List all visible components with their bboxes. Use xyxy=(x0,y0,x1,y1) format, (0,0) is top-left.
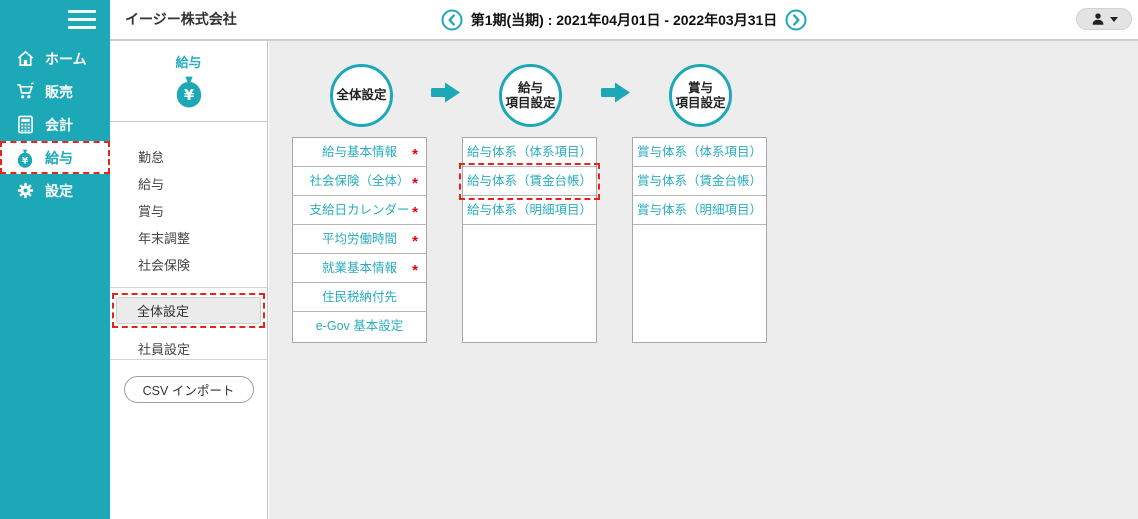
salary-basic-info-button[interactable]: 給与基本情報* xyxy=(293,138,426,167)
sidebar-item-label: 設定 xyxy=(45,182,73,199)
egov-basic-settings-button[interactable]: e-Gov 基本設定 xyxy=(293,312,426,341)
resident-tax-payment-button[interactable]: 住民税納付先 xyxy=(293,283,426,312)
average-working-hours-button[interactable]: 平均労働時間* xyxy=(293,225,426,254)
sidebar-item-sales[interactable]: 販売 xyxy=(0,75,110,108)
gear-icon xyxy=(14,181,36,201)
submenu-settings-group: 全体設定 社員設定 xyxy=(110,287,267,363)
svg-text:¥: ¥ xyxy=(22,156,28,166)
submenu-title: 給与 xyxy=(175,55,202,70)
cart-icon xyxy=(14,82,36,102)
user-icon xyxy=(1092,13,1103,25)
overall-settings-column: 給与基本情報* 社会保険（全体）* 支給日カレンダー* 平均労働時間* 就業基本… xyxy=(292,137,427,343)
social-insurance-overall-button[interactable]: 社会保険（全体）* xyxy=(293,167,426,196)
calculator-icon xyxy=(14,115,36,135)
next-period-button[interactable] xyxy=(785,9,807,31)
primary-sidebar: ホーム 販売 会計 ¥ 給与 xyxy=(0,0,110,519)
submenu-item-overall-settings[interactable]: 全体設定 xyxy=(116,297,261,324)
bonus-system-wage-ledger-button[interactable]: 賞与体系（賃金台帳） xyxy=(633,167,766,196)
sidebar-item-home[interactable]: ホーム xyxy=(0,42,110,75)
required-asterisk: * xyxy=(412,233,418,250)
previous-period-button[interactable] xyxy=(441,9,463,31)
csv-import-button[interactable]: CSV インポート xyxy=(123,376,254,403)
overall-settings-highlight: 全体設定 xyxy=(112,293,265,328)
step-salary-item-settings: 給与 項目設定 xyxy=(499,64,562,127)
submenu-item-salary[interactable]: 給与 xyxy=(138,177,165,192)
submenu-item-employee-settings[interactable]: 社員設定 xyxy=(138,342,191,357)
submenu-item-attendance[interactable]: 勤怠 xyxy=(138,150,165,165)
period-navigator: 第1期(当期) : 2021年04月01日 - 2022年03月31日 xyxy=(110,0,1138,39)
csv-import-row: CSV インポート xyxy=(110,359,267,403)
sidebar-item-label: 会計 xyxy=(45,116,73,133)
required-asterisk: * xyxy=(412,146,418,163)
hamburger-menu-icon[interactable] xyxy=(68,10,96,29)
sidebar-item-accounting[interactable]: 会計 xyxy=(0,108,110,141)
primary-nav: ホーム 販売 会計 ¥ 給与 xyxy=(0,42,110,207)
company-name: イージー株式会社 xyxy=(125,11,237,27)
svg-text:¥: ¥ xyxy=(183,86,194,104)
salary-system-detail-items-button[interactable]: 給与体系（明細項目） xyxy=(463,196,596,225)
top-header: イージー株式会社 第1期(当期) : 2021年04月01日 - 2022年03… xyxy=(110,0,1138,41)
sidebar-item-settings[interactable]: 設定 xyxy=(0,174,110,207)
sidebar-item-payroll[interactable]: ¥ 給与 xyxy=(0,141,110,174)
submenu-item-year-end-adjustment[interactable]: 年末調整 xyxy=(138,231,191,246)
period-label: 第1期(当期) : 2021年04月01日 - 2022年03月31日 xyxy=(470,11,778,28)
home-icon xyxy=(14,49,36,69)
user-menu-button[interactable] xyxy=(1076,8,1132,30)
required-asterisk: * xyxy=(412,175,418,192)
caret-down-icon xyxy=(1109,16,1118,22)
sidebar-item-label: 販売 xyxy=(45,83,73,100)
arrow-right-icon xyxy=(598,80,632,110)
bonus-system-structure-items-button[interactable]: 賞与体系（体系項目） xyxy=(633,138,766,167)
bonus-system-detail-items-button[interactable]: 賞与体系（明細項目） xyxy=(633,196,766,225)
salary-system-wage-ledger-button[interactable]: 給与体系（賃金台帳） xyxy=(459,163,600,200)
submenu-item-social-insurance[interactable]: 社会保険 xyxy=(138,258,191,273)
payday-calendar-button[interactable]: 支給日カレンダー* xyxy=(293,196,426,225)
salary-system-structure-items-button[interactable]: 給与体系（体系項目） xyxy=(463,138,596,167)
required-asterisk: * xyxy=(412,262,418,279)
step-overall-settings: 全体設定 xyxy=(330,64,393,127)
employment-basic-info-button[interactable]: 就業基本情報* xyxy=(293,254,426,283)
payroll-submenu: 給与 ¥ 勤怠 給与 賞与 年末調整 社会保険 全体設定 社員設定 CSV イン… xyxy=(110,41,268,519)
submenu-header: 給与 ¥ xyxy=(110,41,267,122)
arrow-right-icon xyxy=(428,80,462,110)
chevron-right-icon xyxy=(785,9,807,30)
chevron-left-icon xyxy=(441,9,463,30)
submenu-list: 勤怠 給与 賞与 年末調整 社会保険 xyxy=(110,122,267,279)
moneybag-icon: ¥ xyxy=(14,148,36,168)
required-asterisk: * xyxy=(412,204,418,221)
moneybag-icon: ¥ xyxy=(110,74,267,113)
main-content: 全体設定 給与 項目設定 賞与 項目設定 給与基本情報* 社会保険（全体）* 支… xyxy=(269,41,1138,519)
submenu-item-bonus[interactable]: 賞与 xyxy=(138,204,165,219)
step-bonus-item-settings: 賞与 項目設定 xyxy=(669,64,732,127)
sidebar-item-label: 給与 xyxy=(45,149,73,166)
sidebar-item-label: ホーム xyxy=(45,50,87,67)
bonus-item-settings-column: 賞与体系（体系項目） 賞与体系（賃金台帳） 賞与体系（明細項目） xyxy=(632,137,767,343)
salary-item-settings-column: 給与体系（体系項目） 給与体系（賃金台帳） 給与体系（明細項目） xyxy=(459,137,600,343)
